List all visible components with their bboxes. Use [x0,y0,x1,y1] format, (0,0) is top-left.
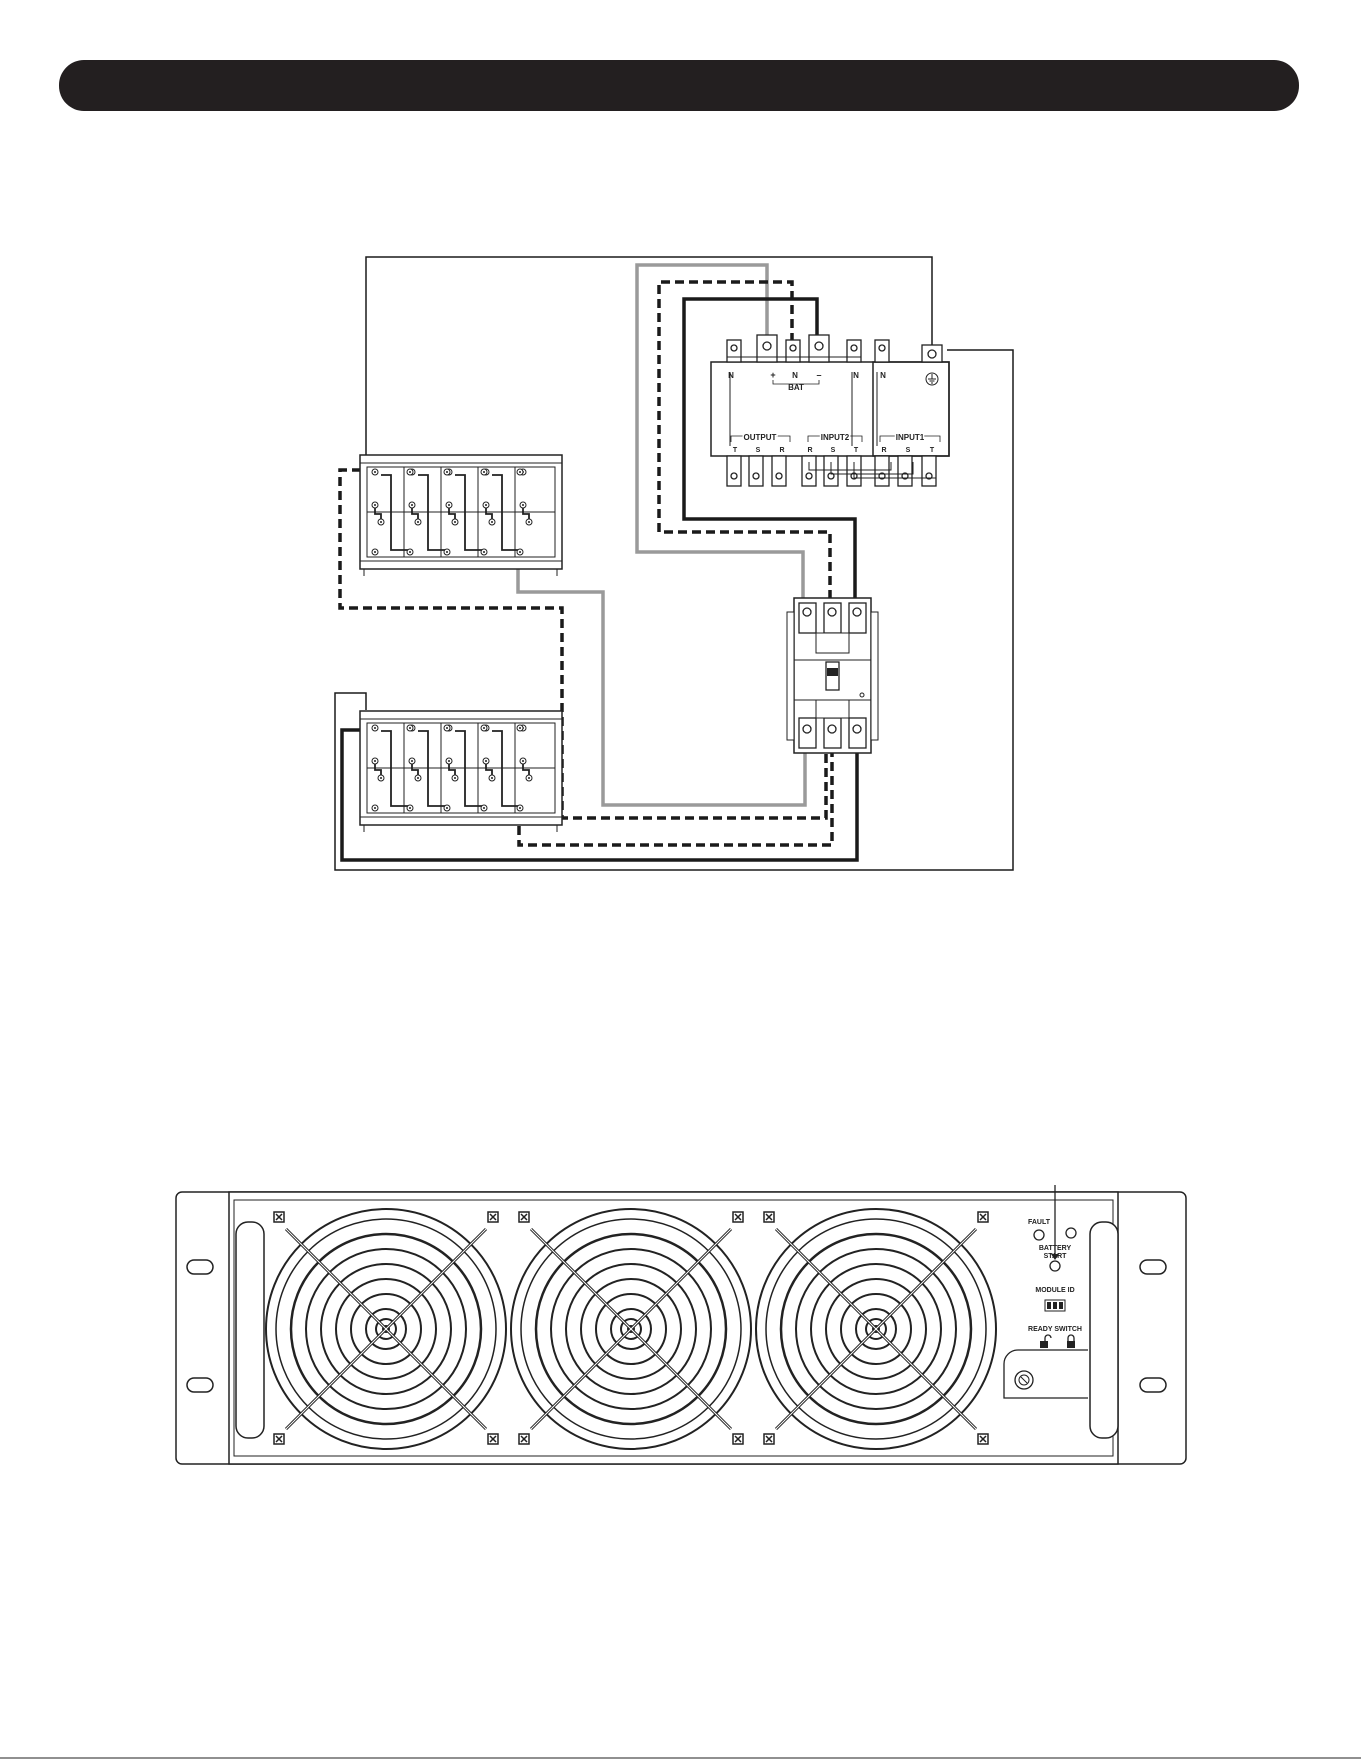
phase-input2-2: S [831,447,836,454]
battery-string-1 [360,455,562,576]
terminal-label-bat: BAT [788,383,804,392]
ready-switch-label: READY SWITCH [1028,1326,1082,1333]
phase-output-1: T [733,447,738,454]
battery-start-button[interactable] [1050,1261,1060,1271]
battery-string-2 [360,711,562,832]
ups-front-panel: FAULT BATTERY START MODULE ID READY SWIT… [176,1185,1186,1464]
battery-breaker [787,598,878,753]
ready-switch-knob[interactable] [1015,1371,1033,1389]
phase-input1-1: R [881,447,886,454]
terminal-label-n-input2: N [853,371,859,380]
terminal-label-bat-n: N [792,371,798,380]
terminal-label-n-output: N [728,371,734,380]
terminal-group-input1: INPUT1 [896,433,925,442]
terminal-group-output: OUTPUT [744,433,777,442]
terminal-label-n-input1: N [880,371,886,380]
fault-led [1034,1230,1044,1240]
phase-output-2: S [756,447,761,454]
phase-input2-1: R [807,447,812,454]
module-id-dip-switch[interactable] [1045,1300,1065,1311]
module-id-label: MODULE ID [1035,1287,1074,1294]
terminal-label-bat-negative: – [816,370,821,380]
phase-input2-3: T [854,447,859,454]
ups-terminal-block: N + N – BAT N N OUTPUT INPUT2 INPUT1 T S… [711,335,949,486]
phase-output-3: R [779,447,784,454]
phase-input1-3: T [930,447,935,454]
terminal-group-input2: INPUT2 [821,433,850,442]
terminal-label-bat-positive: + [770,370,775,380]
phase-input1-2: S [906,447,911,454]
indicator-led [1066,1228,1076,1238]
fault-label: FAULT [1028,1219,1051,1226]
